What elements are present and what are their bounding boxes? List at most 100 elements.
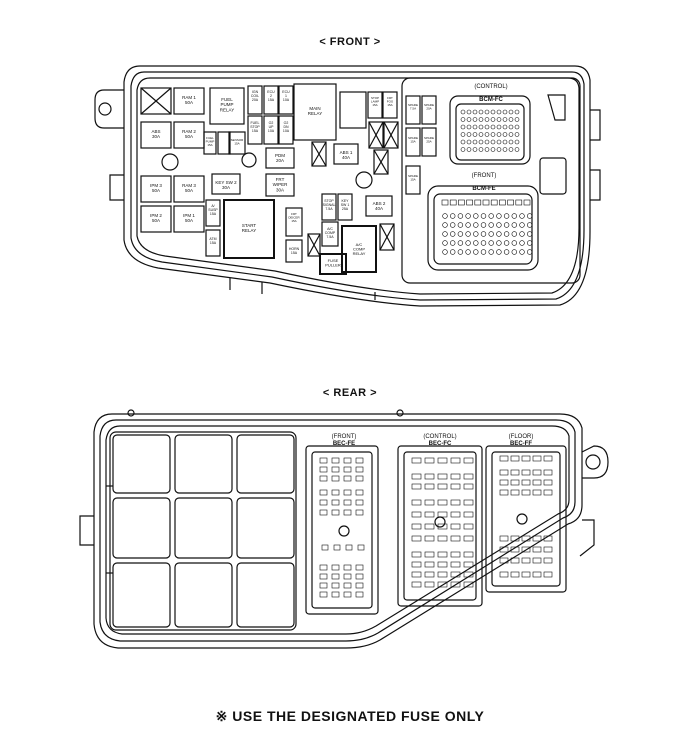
bcm-fc-pin (514, 132, 520, 137)
bec-fc-terminal (450, 535, 461, 542)
bec-fc-name: BEC-FC (429, 441, 452, 447)
rear-housing-outline (79, 409, 609, 649)
bec-fc-terminal (437, 499, 448, 506)
bec-ff-terminal (521, 479, 531, 486)
bcm-fc-pin (502, 139, 508, 145)
bec-fc-terminal (411, 457, 422, 464)
bcm-fc-pin (472, 124, 478, 130)
bec-fc-terminal (424, 473, 435, 480)
bcm-fc-pin (460, 117, 466, 122)
bec-fc-terminal (463, 511, 474, 518)
bcm-fc-pin (496, 147, 502, 152)
bcm-fc-pin (490, 147, 496, 152)
bec-fc-terminal (463, 571, 474, 578)
bec-fc-terminal (437, 457, 448, 464)
bec-fe-terminal (355, 591, 364, 598)
bec-ff-terminal (543, 489, 553, 496)
bec-ff-terminal (499, 557, 509, 564)
bec-fc-terminal (463, 523, 474, 530)
bcm-fe-pin (496, 240, 502, 246)
bcm-fe-pin (473, 222, 479, 228)
bec-fc-terminal (437, 523, 448, 530)
bcm-fe-caption: (FRONT) (472, 173, 497, 179)
bec-ff-terminal (499, 469, 509, 476)
bec-fe-terminal (319, 466, 328, 473)
bec-fc-caption: (CONTROL) (423, 434, 456, 440)
bcm-fe-connector (427, 185, 539, 271)
bec-fe-terminal (343, 457, 352, 464)
bcm-fe-pin (511, 231, 517, 237)
bec-ff-terminal (499, 489, 509, 496)
bcm-fc-pin (466, 124, 472, 130)
bec-ff-terminal (532, 455, 542, 462)
bcm-fc-pin (484, 132, 490, 137)
bec-fe-terminal (319, 509, 328, 516)
bec-fe-terminal (357, 544, 365, 551)
bcm-fc-pin (496, 139, 502, 145)
bec-ff-terminal (543, 469, 553, 476)
bcm-fc-pin (460, 147, 466, 152)
bec-fe-terminal (319, 564, 328, 571)
bcm-fe-pin (465, 222, 471, 228)
designated-fuse-note: ※ USE THE DESIGNATED FUSE ONLY (215, 708, 485, 724)
bcm-fe-pin (449, 199, 457, 206)
bec-fe-terminal (343, 499, 352, 506)
bcm-fc-pin (508, 132, 514, 137)
bcm-fc-pin (508, 147, 514, 152)
bec-fe-terminal (319, 573, 328, 580)
bec-fe-terminal (343, 564, 352, 571)
bcm-fc-pin (472, 117, 478, 122)
bec-fc-terminal (424, 571, 435, 578)
bcm-fe-pin (526, 240, 533, 246)
bcm-fe-pin (465, 240, 471, 246)
bec-ff-terminal (543, 571, 553, 578)
bcm-fe-name: BCM-FE (472, 186, 495, 192)
bec-ff-terminal (521, 571, 531, 578)
bcm-fe-pin (519, 222, 525, 228)
rear-heading: < REAR > (322, 387, 378, 399)
bec-fc-terminal (437, 535, 448, 542)
bec-fc-terminal (437, 551, 448, 558)
bec-fe-terminal (331, 466, 340, 473)
bec-fc-terminal (437, 561, 448, 568)
bcm-fe-pin (499, 199, 506, 206)
bcm-fc-pin (508, 139, 514, 145)
bcm-fe-pin (519, 213, 525, 219)
bcm-fc-pin (472, 139, 478, 145)
bec-fe-terminal (331, 573, 340, 580)
bcm-fc-pin (496, 109, 502, 115)
bec-fe-terminal (331, 499, 340, 506)
bec-fc-terminal (424, 561, 435, 568)
bec-ff-terminal (532, 469, 542, 476)
bcm-fe-pin (450, 231, 456, 237)
bcm-fc-pin (466, 109, 472, 115)
bec-ff-terminal (521, 546, 531, 553)
bec-fe-terminal (355, 509, 364, 516)
bec-ff-terminal (521, 535, 531, 542)
bcm-fe-pin (473, 213, 479, 219)
bec-fe-terminal (319, 475, 328, 482)
bcm-fc-pin (496, 124, 502, 130)
bec-fc-terminal (411, 551, 422, 558)
bcm-fe-pin (503, 249, 510, 255)
bcm-fc-pin (490, 117, 496, 122)
bec-fe-connector-block (305, 445, 379, 615)
bcm-fe-pin (488, 249, 494, 255)
bec-ff-terminal (510, 489, 520, 496)
bec-fe-terminal (331, 564, 340, 571)
bcm-fc-pin (472, 147, 478, 152)
bec-fc-terminal (424, 483, 435, 490)
bec-fe-terminal (343, 573, 352, 580)
bec-fc-terminal (463, 483, 474, 490)
bec-fe-terminal (355, 582, 364, 589)
bcm-fc-pin (460, 139, 466, 145)
